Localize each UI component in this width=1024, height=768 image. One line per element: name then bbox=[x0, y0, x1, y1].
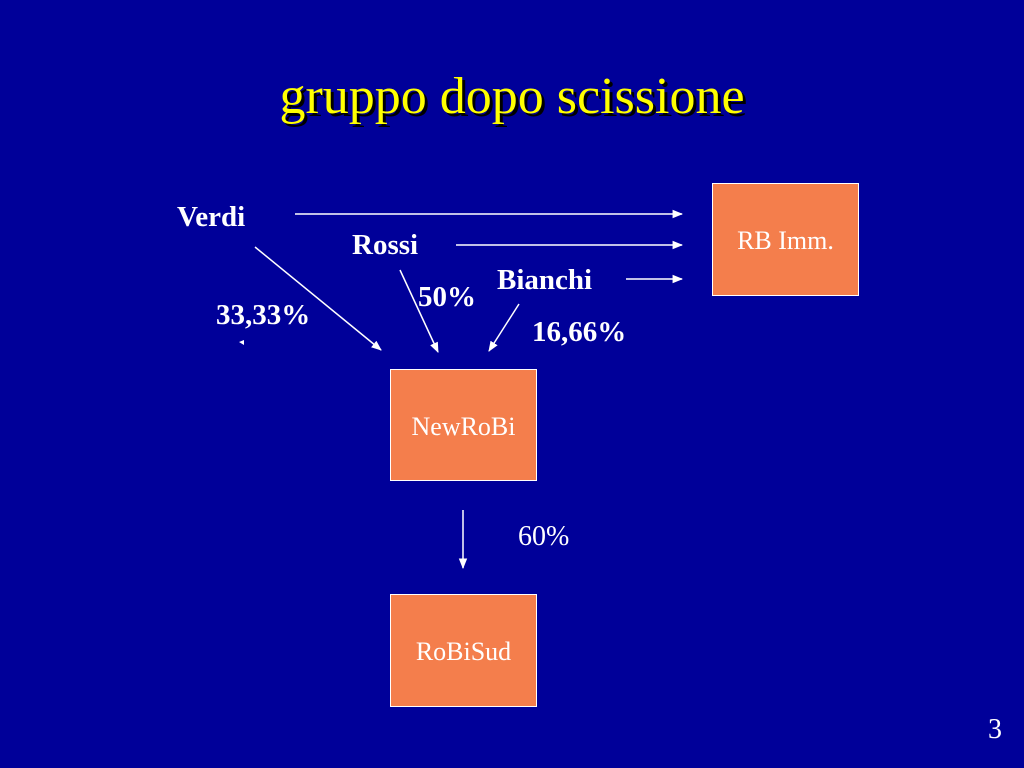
shareholder-bianchi: Bianchi bbox=[497, 264, 593, 296]
percent-newrobi-robisud: 60% bbox=[518, 521, 570, 552]
node-robisud: RoBiSud bbox=[390, 594, 537, 707]
node-rb-imm: RB Imm. bbox=[712, 183, 859, 296]
node-rb-imm-label: RB Imm. bbox=[737, 226, 834, 255]
node-newrobi: NewRoBi bbox=[390, 369, 537, 481]
arrow-bianchi-newrobi bbox=[488, 303, 520, 352]
node-newrobi-label: NewRoBi bbox=[411, 412, 516, 441]
shareholder-verdi: Verdi bbox=[177, 201, 246, 233]
arrow-rossi-newrobi bbox=[399, 269, 439, 353]
percent-bianchi-newrobi: 16,66% bbox=[532, 316, 627, 348]
page-number: 3 bbox=[988, 714, 1002, 745]
percent-rossi-newrobi: 50% bbox=[418, 281, 476, 313]
percent-verdi-newrobi: 33,33% bbox=[216, 299, 311, 331]
arrow-verdi-newrobi bbox=[254, 246, 382, 351]
small-arrowhead-mark bbox=[239, 340, 244, 345]
shareholder-rossi: Rossi bbox=[352, 229, 419, 261]
slide-title: gruppo dopo scissione bbox=[279, 68, 745, 125]
node-robisud-label: RoBiSud bbox=[415, 637, 512, 666]
